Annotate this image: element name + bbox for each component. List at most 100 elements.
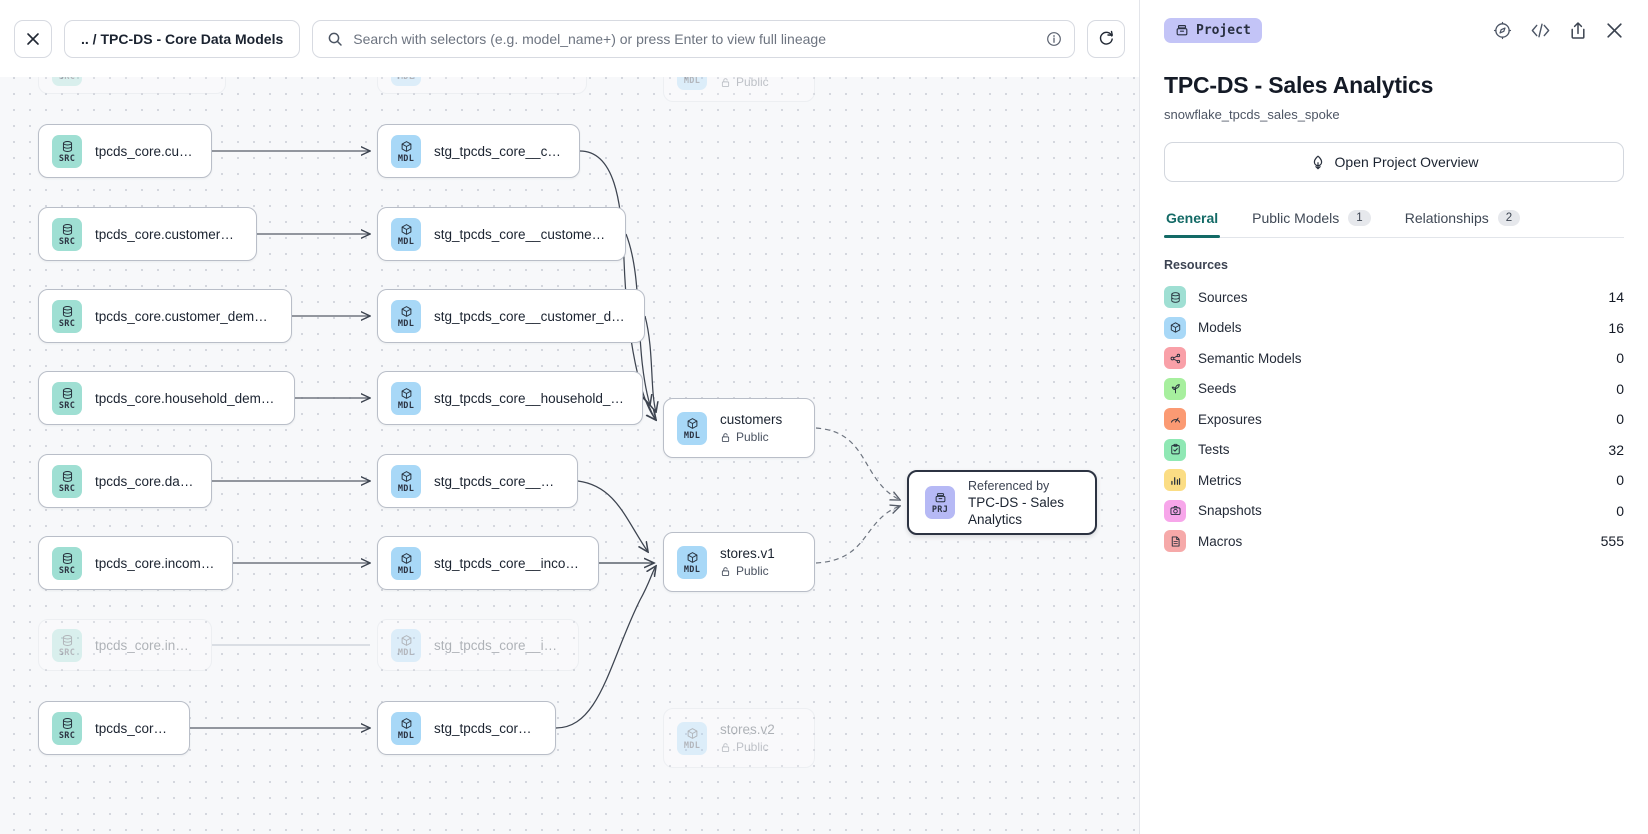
tab-general[interactable]: General <box>1164 204 1221 238</box>
search-input[interactable] <box>353 30 1036 47</box>
node-label: stg_tpcds_core__income_band <box>434 555 582 571</box>
cube-icon <box>686 726 699 741</box>
database-icon <box>61 716 74 731</box>
lineage-canvas[interactable]: SRCtpcds_core.call_centerMDLstg_tpcds_co… <box>0 0 1140 834</box>
node-body: stg_tpcds_core__customer_demogra… <box>434 309 628 324</box>
node-body: tpcds_core.income_band <box>95 556 216 571</box>
cube-icon <box>401 140 411 152</box>
database-icon <box>61 304 74 319</box>
node-body: stg_tpcds_core__store <box>434 721 539 736</box>
code-icon[interactable] <box>1530 22 1551 39</box>
refresh-button[interactable] <box>1087 19 1125 58</box>
refresh-icon <box>1099 30 1113 45</box>
node-label: tpcds_core.customer <box>95 143 195 159</box>
resource-name: Models <box>1198 320 1242 336</box>
node-type-label: SRC <box>58 236 76 247</box>
node-type-badge-mdl: MDL <box>391 546 421 580</box>
node-type-label: MDL <box>397 318 415 329</box>
project-identifier: snowflake_tpcds_sales_spoke <box>1164 107 1340 122</box>
cube-icon <box>400 386 413 401</box>
share-icon[interactable] <box>1569 21 1587 40</box>
resource-count: 0 <box>1616 350 1624 367</box>
camera-icon <box>1164 499 1186 522</box>
gauge-icon <box>1164 408 1186 431</box>
open-project-overview-button[interactable]: Open Project Overview <box>1164 142 1624 182</box>
cube-icon <box>687 551 697 563</box>
node-body: tpcds_core.customer_demographics <box>95 309 275 324</box>
node-label: tpcds_core.customer_demographics <box>95 308 275 324</box>
node-type-badge-mdl: MDL <box>391 381 421 415</box>
resource-row-models[interactable]: Models 16 <box>1164 313 1624 344</box>
node-body: stg_tpcds_core__inventory <box>434 638 562 653</box>
node-type-badge-src: SRC <box>52 711 82 745</box>
search-box[interactable] <box>312 19 1075 58</box>
lineage-node-mdl_cust_demo[interactable]: MDL stg_tpcds_core__customer_demogra… <box>377 289 645 343</box>
details-panel: Project <box>1140 0 1648 834</box>
database-icon <box>62 305 72 317</box>
node-type-label: MDL <box>397 236 415 247</box>
close-lineage-button[interactable] <box>14 19 52 58</box>
info-circle-icon[interactable] <box>1046 31 1062 47</box>
explore-icon[interactable] <box>1493 21 1512 40</box>
cube-icon <box>400 716 413 731</box>
node-type-label: SRC <box>58 400 76 411</box>
lineage-node-mdl_income_band[interactable]: MDL stg_tpcds_core__income_band <box>377 536 599 590</box>
node-body: stg_tpcds_core__household_demogr… <box>434 391 626 406</box>
bar-chart-icon <box>1164 469 1186 492</box>
resource-count: 16 <box>1608 319 1624 336</box>
node-type-badge-mdl: MDL <box>391 711 421 745</box>
node-body: call_centersPublic <box>720 57 792 89</box>
node-access-label: Public <box>736 75 769 89</box>
node-body: stg_tpcds_core__income_band <box>434 556 582 571</box>
resource-count: 32 <box>1608 441 1624 458</box>
lineage-node-layer: SRCtpcds_core.call_centerMDLstg_tpcds_co… <box>38 44 1097 768</box>
tab-label: Relationships <box>1404 210 1489 226</box>
search-icon <box>328 32 342 46</box>
node-caption: Referenced by <box>968 478 1050 493</box>
resource-name: Metrics <box>1198 472 1242 488</box>
lineage-node-mdl_hh_demo[interactable]: MDL stg_tpcds_core__household_demogr… <box>377 371 643 425</box>
pill-label: Project <box>1196 22 1251 38</box>
node-label: tpcds_core.inventory <box>95 637 195 653</box>
node-type-label: MDL <box>397 730 415 741</box>
tab-relationships[interactable]: Relationships 2 <box>1403 204 1522 237</box>
breadcrumb[interactable]: .. / TPC-DS - Core Data Models <box>64 19 301 58</box>
tab-count-badge: 2 <box>1497 210 1521 226</box>
cube-icon <box>1164 316 1186 339</box>
close-icon[interactable] <box>1605 21 1624 40</box>
resource-name: Snapshots <box>1198 503 1262 519</box>
cube-icon <box>400 551 413 566</box>
node-type-label: MDL <box>397 483 415 494</box>
node-label: stores.v1 <box>720 546 775 561</box>
database-icon <box>61 469 74 484</box>
lineage-node-mdl_store[interactable]: MDL stg_tpcds_core__store <box>377 701 556 755</box>
node-type-label: MDL <box>397 565 415 576</box>
node-type-label: SRC <box>58 483 76 494</box>
